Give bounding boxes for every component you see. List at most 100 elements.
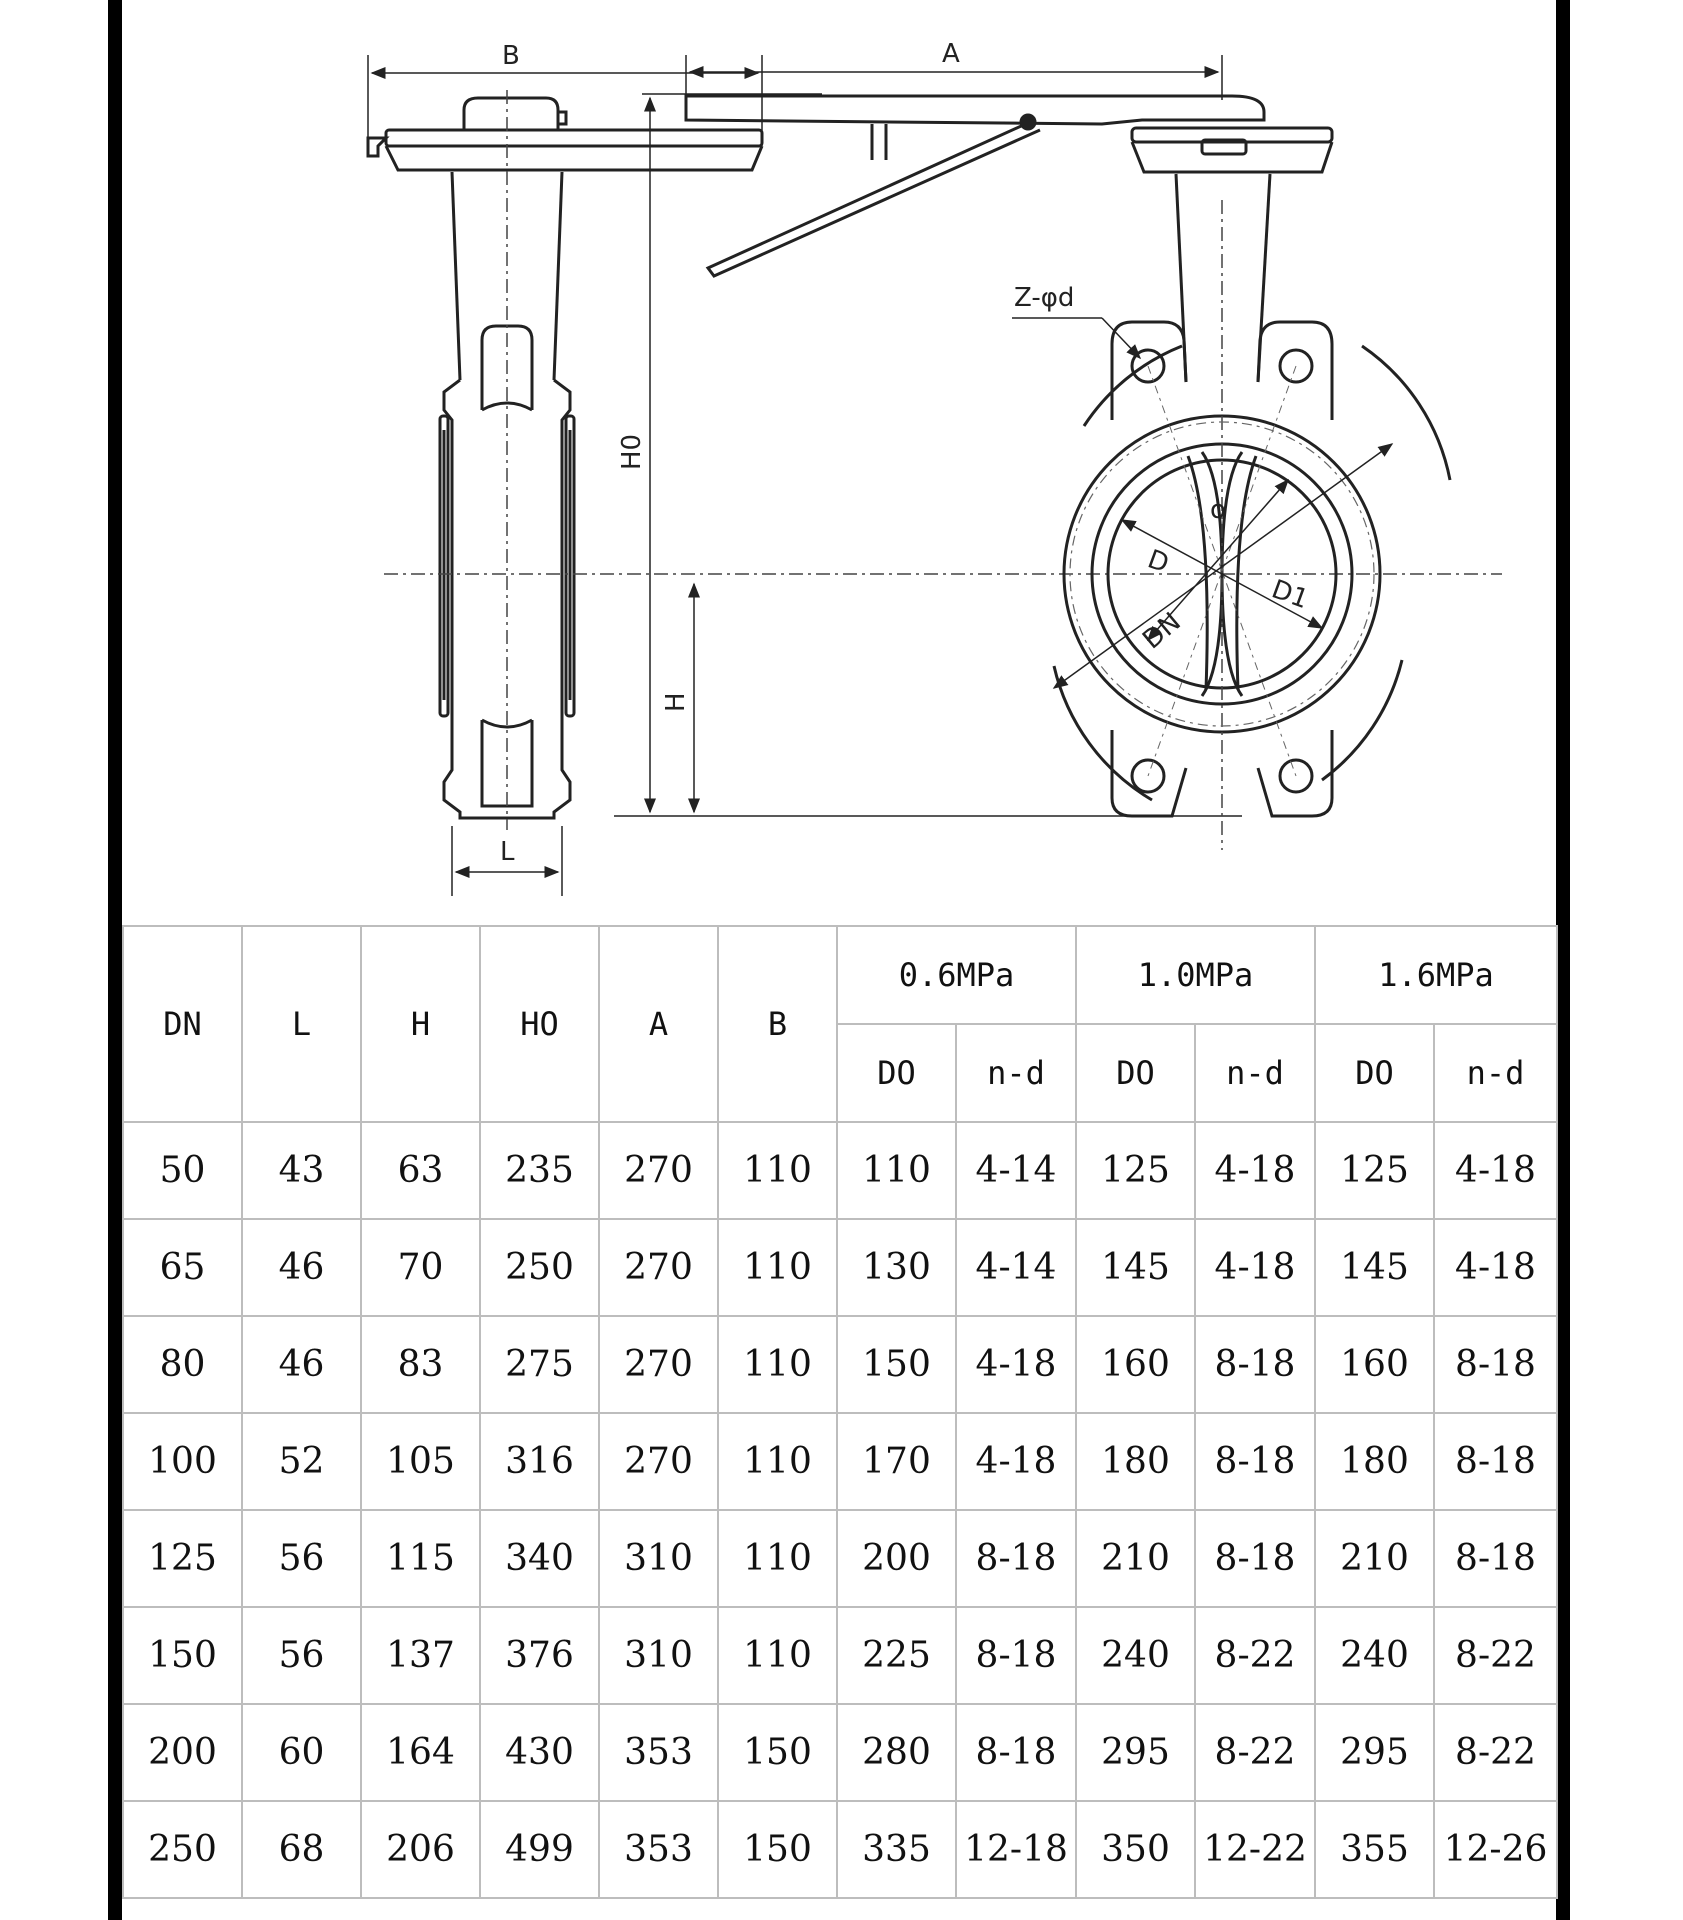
header-dn: DN — [122, 925, 243, 1123]
header-a: A — [598, 925, 719, 1123]
table-cell: 8-18 — [1433, 1315, 1558, 1414]
table-cell: 110 — [717, 1509, 838, 1608]
table-cell: 83 — [360, 1315, 481, 1414]
table-cell: 70 — [360, 1218, 481, 1317]
table-cell: 180 — [1075, 1412, 1196, 1511]
label-d1: D1 — [1268, 574, 1313, 615]
right-border-bar — [1556, 0, 1570, 1920]
label-dn: DN — [1137, 607, 1187, 655]
table-cell: 52 — [241, 1412, 362, 1511]
dimension-table: DN L H HO A B 0.6MPa 1.0MPa 1.6MPa DO n-… — [122, 925, 1558, 1899]
table-cell: 110 — [717, 1315, 838, 1414]
table-cell: 240 — [1075, 1606, 1196, 1705]
table-cell: 4-14 — [955, 1218, 1077, 1317]
header-l: L — [241, 925, 362, 1123]
table-cell: 4-18 — [955, 1412, 1077, 1511]
subheader-n-d: n-d — [955, 1023, 1077, 1123]
table-cell: 8-22 — [1433, 1606, 1558, 1705]
table-cell: 43 — [241, 1121, 362, 1220]
table-cell: 353 — [598, 1703, 719, 1802]
table-cell: 499 — [479, 1800, 600, 1899]
table-cell: 68 — [241, 1800, 362, 1899]
table-cell: 270 — [598, 1121, 719, 1220]
header-row-1: DN L H HO A B 0.6MPa 1.0MPa 1.6MPa — [122, 925, 1558, 1123]
table-cell: 316 — [479, 1412, 600, 1511]
table-cell: 160 — [1075, 1315, 1196, 1414]
table-cell: 340 — [479, 1509, 600, 1608]
table-cell: 145 — [1314, 1218, 1435, 1317]
table-cell: 130 — [836, 1218, 957, 1317]
table-cell: 110 — [717, 1412, 838, 1511]
table-cell: 210 — [1314, 1509, 1435, 1608]
table-cell: 4-18 — [1433, 1121, 1558, 1220]
table-cell: 200 — [122, 1703, 243, 1802]
header-row-2: DO n-d DO n-d DO n-d — [123, 1023, 1558, 1123]
header-pressure-10: 1.0MPa — [1075, 925, 1316, 1025]
table-cell: 270 — [598, 1412, 719, 1511]
table-cell: 280 — [836, 1703, 957, 1802]
table-cell: 12-18 — [955, 1800, 1077, 1899]
table-cell: 110 — [717, 1218, 838, 1317]
table-cell: 110 — [836, 1121, 957, 1220]
table-cell: 4-18 — [1194, 1121, 1316, 1220]
table-cell: 170 — [836, 1412, 957, 1511]
subheader-do: DO — [1314, 1023, 1435, 1123]
table-cell: 250 — [479, 1218, 600, 1317]
table-cell: 8-18 — [955, 1703, 1077, 1802]
table-cell: 350 — [1075, 1800, 1196, 1899]
table-cell: 8-18 — [955, 1606, 1077, 1705]
table-cell: 200 — [836, 1509, 957, 1608]
table-cell: 295 — [1075, 1703, 1196, 1802]
side-view — [366, 96, 764, 820]
table-cell: 210 — [1075, 1509, 1196, 1608]
subheader-n-d: n-d — [1433, 1023, 1558, 1123]
table-cell: 125 — [1075, 1121, 1196, 1220]
table-cell: 8-18 — [1433, 1509, 1558, 1608]
table-cell: 295 — [1314, 1703, 1435, 1802]
dim-label-h: H — [661, 692, 691, 712]
header-pressure-16: 1.6MPa — [1314, 925, 1558, 1025]
table-cell: 115 — [360, 1509, 481, 1608]
label-o: o — [1210, 495, 1226, 525]
table-cell: 310 — [598, 1606, 719, 1705]
table-cell: 65 — [122, 1218, 243, 1317]
table-cell: 150 — [122, 1606, 243, 1705]
front-view — [684, 94, 1452, 818]
table-cell: 56 — [241, 1509, 362, 1608]
table-cell: 110 — [717, 1121, 838, 1220]
table-cell: 180 — [1314, 1412, 1435, 1511]
subheader-do: DO — [836, 1023, 957, 1123]
table-cell: 100 — [122, 1412, 243, 1511]
table-cell: 310 — [598, 1509, 719, 1608]
dim-label-b: B — [502, 41, 520, 71]
table-cell: 235 — [479, 1121, 600, 1220]
subheader-n-d: n-d — [1194, 1023, 1316, 1123]
table-cell: 8-18 — [1194, 1509, 1316, 1608]
table-cell: 63 — [360, 1121, 481, 1220]
header-pressure-06: 0.6MPa — [836, 925, 1077, 1025]
dim-label-l: L — [500, 837, 515, 867]
table-cell: 125 — [1314, 1121, 1435, 1220]
dim-label-h0: H0 — [617, 434, 647, 470]
header-b: B — [717, 925, 838, 1123]
table-cell: 4-18 — [1194, 1218, 1316, 1317]
valve-technical-drawing: B L H0 H A — [122, 0, 1556, 925]
table-cell: 8-22 — [1433, 1703, 1558, 1802]
table-cell: 137 — [360, 1606, 481, 1705]
table-cell: 376 — [479, 1606, 600, 1705]
table-cell: 270 — [598, 1218, 719, 1317]
table-cell: 110 — [717, 1606, 838, 1705]
table-cell: 46 — [241, 1218, 362, 1317]
dim-label-a: A — [942, 39, 960, 69]
left-border-bar — [108, 0, 122, 1920]
table-cell: 4-18 — [955, 1315, 1077, 1414]
table-cell: 240 — [1314, 1606, 1435, 1705]
table-cell: 355 — [1314, 1800, 1435, 1899]
table-cell: 50 — [122, 1121, 243, 1220]
table-cell: 4-14 — [955, 1121, 1077, 1220]
